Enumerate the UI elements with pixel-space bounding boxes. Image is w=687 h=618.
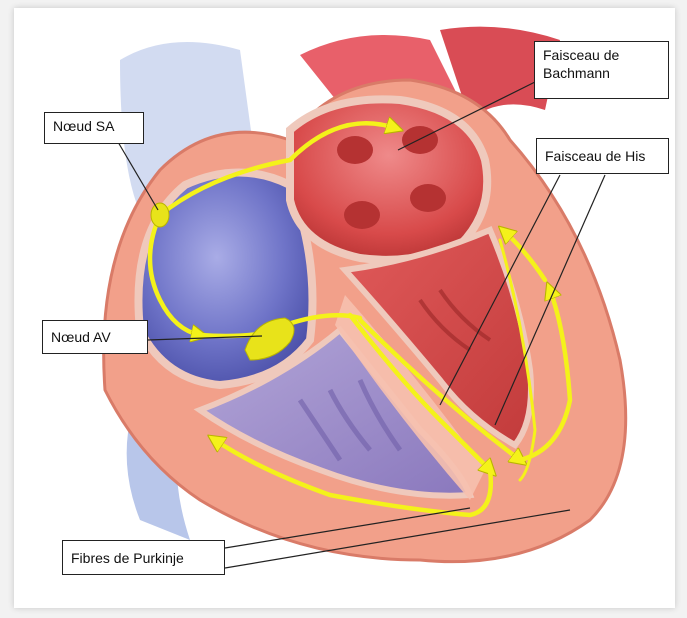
label-purkinje: Fibres de Purkinje xyxy=(62,540,225,575)
sa-node xyxy=(151,203,169,227)
label-sa-node: Nœud SA xyxy=(44,112,144,144)
label-his-bundle: Faisceau de His xyxy=(536,138,669,174)
pulmonary-vein-opening xyxy=(402,126,438,154)
label-bachmann-line2: Bachmann xyxy=(543,64,660,82)
pulmonary-vein-opening xyxy=(410,184,446,212)
label-bachmann-line1: Faisceau de xyxy=(543,46,660,64)
left-atrium-chamber xyxy=(290,99,487,259)
pulmonary-vein-opening xyxy=(344,201,380,229)
label-av-node: Nœud AV xyxy=(42,320,148,354)
label-bachmann: Faisceau de Bachmann xyxy=(534,41,669,99)
pulmonary-vein-opening xyxy=(337,136,373,164)
